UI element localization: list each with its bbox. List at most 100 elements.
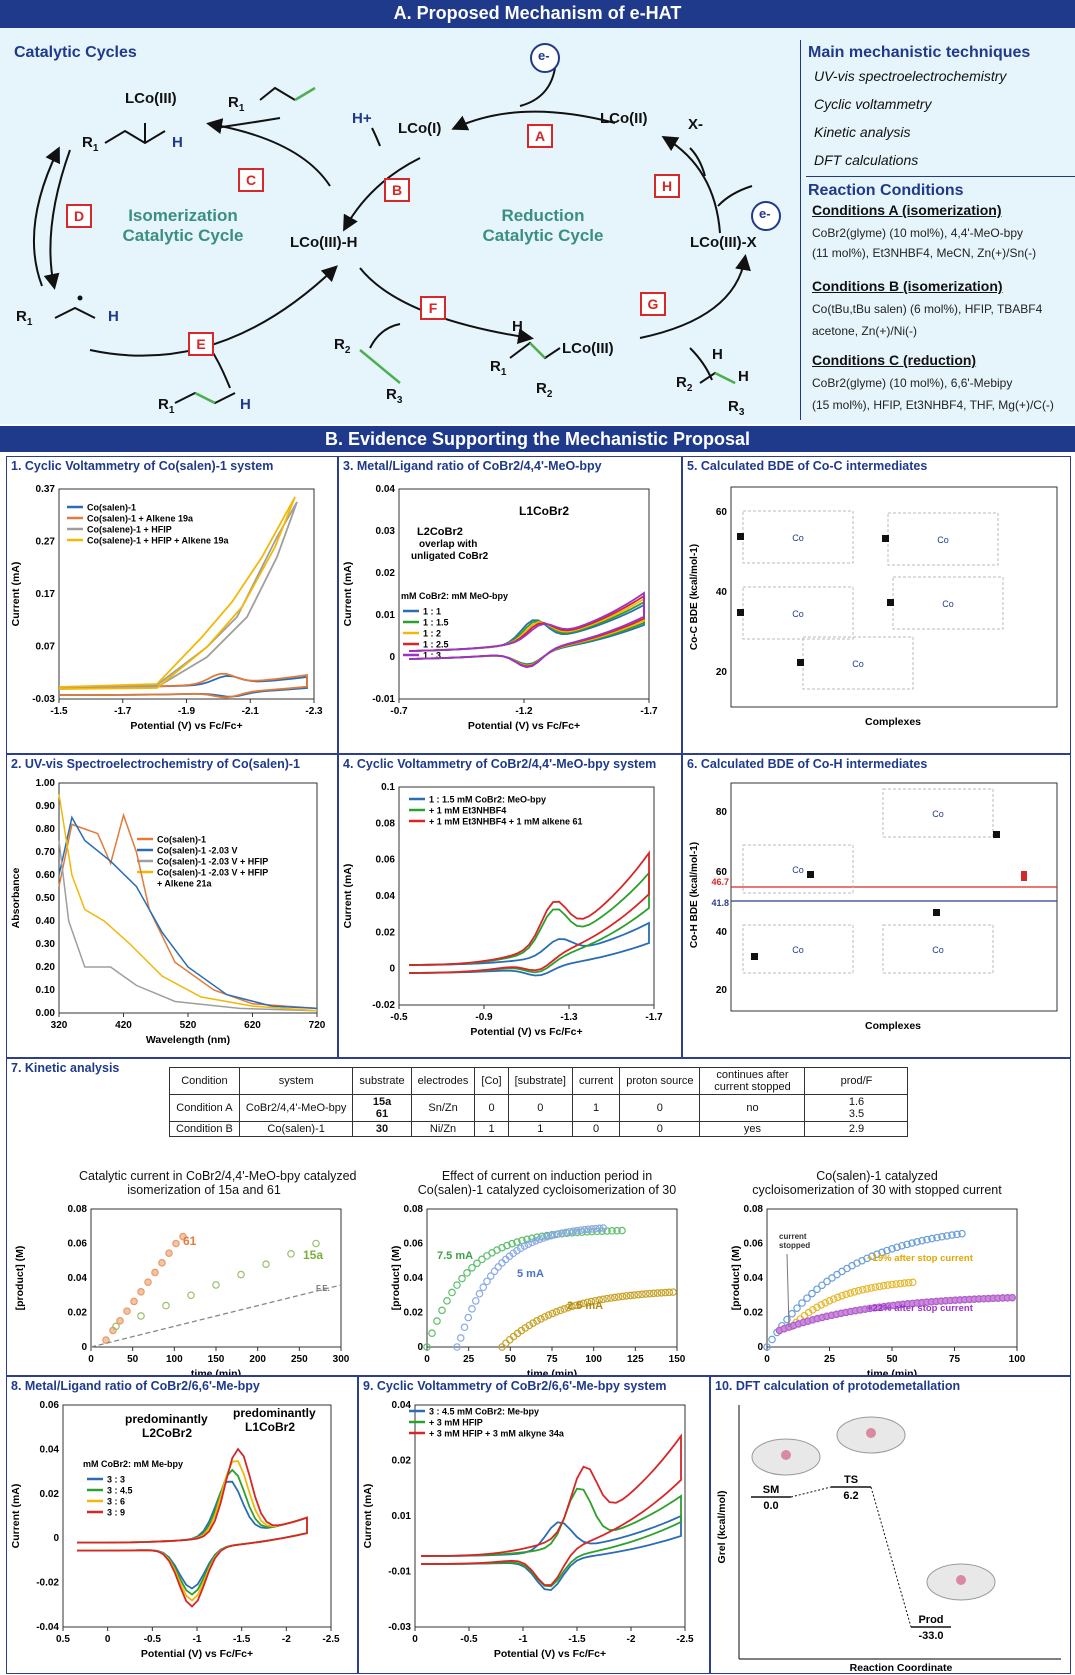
- technique-cv: Cyclic voltammetry: [814, 96, 932, 112]
- chart5-bde-marker: [737, 533, 744, 540]
- chart7b-point: [626, 1291, 635, 1300]
- chart3-ytick-label: 0.04: [376, 484, 396, 495]
- chart7b-point: [608, 1227, 616, 1235]
- chart6-complex-co-label: Co: [932, 945, 944, 955]
- chart7b-point: [544, 1311, 553, 1319]
- chart7b-point: [531, 1236, 540, 1245]
- chart7b-point: [560, 1305, 569, 1313]
- step-h-box: H: [654, 174, 680, 198]
- chart7b-xtick-label: 150: [669, 1354, 686, 1365]
- species-lco2: LCo(II): [600, 110, 648, 127]
- chart7b-point: [471, 1297, 480, 1305]
- chart7b-point: [595, 1224, 604, 1233]
- chart7b-point: [468, 1305, 476, 1313]
- chart10-molecule-co-atom: [956, 1575, 966, 1585]
- chart7b-point: [490, 1267, 499, 1276]
- chart-4: -0.5-0.9-1.3-1.70.10.080.060.040.020-0.0…: [342, 782, 663, 1038]
- chart7b-point: [552, 1308, 561, 1316]
- chart9-ytick-label: -0.03: [388, 1622, 411, 1633]
- chart7c-xtick-label: 25: [824, 1354, 836, 1365]
- chart7c-point: [793, 1304, 801, 1312]
- chart2-ylabel: Absorbance: [10, 868, 22, 929]
- radical-bonds: [54, 306, 96, 319]
- arrow-alkene-out: [689, 347, 713, 381]
- chart7c-point: [798, 1299, 806, 1307]
- chart8-xlabel: Potential (V) vs Fc/Fc+: [141, 1648, 253, 1660]
- chart6-ytick-label: 20: [716, 985, 728, 996]
- chart7c-xtick-label: 100: [1009, 1354, 1026, 1365]
- chart9-ytick-label: 0.04: [392, 1400, 412, 1411]
- th-current: current: [571, 1067, 621, 1095]
- species-alkene-r2: R2: [676, 374, 693, 394]
- chart10-connectors: [790, 1486, 912, 1628]
- chart4-ytick-label: 0.06: [376, 855, 396, 866]
- chart7c-point: [788, 1309, 796, 1318]
- chart7b-ytick-label: 0.04: [404, 1273, 424, 1284]
- chart7b-point: [498, 1259, 506, 1267]
- chart7b-point: [575, 1300, 584, 1309]
- chart7b-point: [486, 1272, 495, 1280]
- chart9-series-1: [420, 1487, 682, 1588]
- panel-4-title: 4. Cyclic Voltammetry of CoBr2/4,4'-MeO-…: [343, 757, 657, 771]
- species-vinyl-r2: R2: [536, 380, 553, 400]
- chart8-annot-2a: predominantly: [233, 1406, 316, 1420]
- chart7c-point: [838, 1291, 846, 1300]
- chart7b-point: [458, 1274, 466, 1283]
- chart2-frame: [58, 782, 318, 1014]
- species-alkyne-r2: R2: [334, 336, 351, 356]
- chart7b-point: [548, 1309, 557, 1318]
- chart7c-point: [808, 1289, 816, 1298]
- chart3-xlabel: Potential (V) vs Fc/Fc+: [468, 720, 580, 732]
- panel-4-cv-meo: 4. Cyclic Voltammetry of CoBr2/4,4'-MeO-…: [338, 754, 682, 1058]
- chart2-ytick-label: 0.20: [36, 962, 56, 973]
- chart7b-point: [503, 1241, 511, 1250]
- cond-c-title: Conditions C (reduction): [812, 352, 977, 368]
- chart7b-point: [613, 1226, 621, 1235]
- chart7b-point: [580, 1225, 589, 1234]
- species-vinyl-h: H: [512, 318, 523, 335]
- chart8-xtick-label: -2: [282, 1634, 291, 1645]
- species-vinyl-r1: R1: [490, 358, 507, 378]
- chart7a-point: [212, 1281, 220, 1289]
- chart3-legend-label: 1 : 3: [423, 651, 441, 661]
- alkene-top-bonds: [259, 86, 296, 101]
- chart8-legend-label: 3 : 6: [107, 1497, 125, 1507]
- chart4-ytick-label: 0.1: [381, 782, 395, 793]
- chart7c-point: [783, 1315, 791, 1324]
- electron-circle-1: [530, 43, 560, 73]
- chart7c-stop-marker: [786, 1253, 790, 1328]
- chart7c-point: [1008, 1293, 1017, 1302]
- divider-2: [806, 176, 1075, 177]
- chart7a-point: [102, 1336, 110, 1344]
- chart4-ytick-label: 0.08: [376, 818, 396, 829]
- chart3-xtick-label: -0.7: [390, 706, 408, 717]
- chart7b-point: [423, 1343, 431, 1351]
- chart2-xtick-label: 620: [244, 1020, 261, 1031]
- chart5-complex-co-label: Co: [942, 599, 954, 609]
- chart4-series-2: [408, 850, 650, 974]
- chart1-ytick-label: -0.03: [32, 694, 55, 705]
- chart7b-point: [565, 1227, 574, 1236]
- chart8-ytick-label: 0.02: [40, 1489, 60, 1500]
- chart7c-point: [868, 1252, 876, 1261]
- cell-cond-a: Condition A: [169, 1094, 240, 1122]
- chart7c-ytick-label: 0: [757, 1342, 763, 1353]
- chart2-xlabel: Wavelength (nm): [146, 1034, 230, 1046]
- cond-a-title: Conditions A (isomerization): [812, 202, 1002, 218]
- chart7b-point: [483, 1277, 491, 1286]
- species-alkene-h2: H: [738, 368, 749, 385]
- chart7c-point: [818, 1281, 826, 1290]
- chart3-legend-label: 1 : 1.5: [423, 618, 449, 628]
- chart7a-point: [137, 1312, 145, 1320]
- chart7c-point: [823, 1277, 831, 1286]
- th-continues: continues after current stopped: [699, 1067, 806, 1095]
- catalytic-cycles-title: Catalytic Cycles: [14, 44, 137, 61]
- chart8-xtick-label: -1.5: [233, 1634, 251, 1645]
- chart8-annot-1a: predominantly: [125, 1412, 208, 1426]
- chart2-ytick-label: 0.00: [36, 1008, 56, 1019]
- chart7b-ytick-label: 0.08: [404, 1204, 424, 1215]
- chart7b-point: [528, 1238, 536, 1247]
- panel-10-dft: 10. DFT calculation of protodemetallatio…: [710, 1376, 1071, 1674]
- chart7a-point: [151, 1268, 159, 1277]
